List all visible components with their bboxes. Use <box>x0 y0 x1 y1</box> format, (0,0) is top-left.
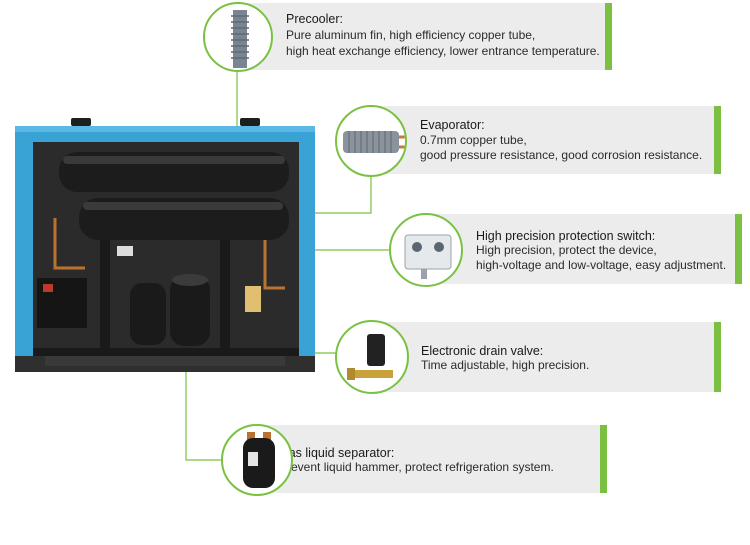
evaporator-desc-line-1: 0.7mm copper tube, <box>420 133 527 147</box>
gas-liquid-separator-panel: Gas liquid separator: Prevent liquid ham… <box>254 425 607 493</box>
precooler-panel: Precooler: Pure aluminum fin, high effic… <box>238 3 612 70</box>
protection-switch-image <box>389 213 463 287</box>
accent-bar <box>714 106 721 174</box>
precooler-desc-line-2: high heat exchange efficiency, lower ent… <box>286 44 600 58</box>
separator-cylinder-icon <box>243 432 275 488</box>
evaporator-panel: Evaporator: 0.7mm copper tube, good pres… <box>372 106 721 174</box>
gas-liquid-separator-image <box>221 424 293 496</box>
drain-valve-panel: Electronic drain valve: Time adjustable,… <box>371 322 721 392</box>
evaporator-desc-line-2: good pressure resistance, good corrosion… <box>420 148 703 162</box>
protection-switch-desc-line-1: High precision, protect the device, <box>476 243 657 257</box>
copper-tube-icon <box>343 131 405 153</box>
precooler-desc-line-1: Pure aluminum fin, high efficiency coppe… <box>286 28 536 42</box>
finned-tube-icon <box>231 10 249 68</box>
protection-switch-panel: High precision protection switch: High p… <box>427 214 742 284</box>
gas-liquid-separator-desc-line-1: Prevent liquid hammer, protect refrigera… <box>279 460 554 474</box>
gas-liquid-separator-title: Gas liquid separator: <box>279 446 395 460</box>
accent-bar <box>735 214 742 284</box>
drain-valve-title: Electronic drain valve: <box>421 344 544 358</box>
accent-bar <box>600 425 607 493</box>
accent-bar <box>605 3 612 70</box>
leader-separator <box>185 335 221 461</box>
air-dryer-machine <box>15 118 315 372</box>
protection-switch-title: High precision protection switch: <box>476 229 656 243</box>
precooler-image <box>203 2 273 72</box>
precooler-title: Precooler: <box>286 12 343 26</box>
drain-valve-icon <box>347 334 393 380</box>
pressure-switch-icon <box>404 234 452 279</box>
drain-valve-image <box>335 320 409 394</box>
protection-switch-desc-line-2: high-voltage and low-voltage, easy adjus… <box>476 258 727 272</box>
drain-valve-desc-line-1: Time adjustable, high precision. <box>421 358 590 372</box>
accent-bar <box>714 322 721 392</box>
evaporator-title: Evaporator: <box>420 118 485 132</box>
evaporator-image <box>335 105 407 177</box>
